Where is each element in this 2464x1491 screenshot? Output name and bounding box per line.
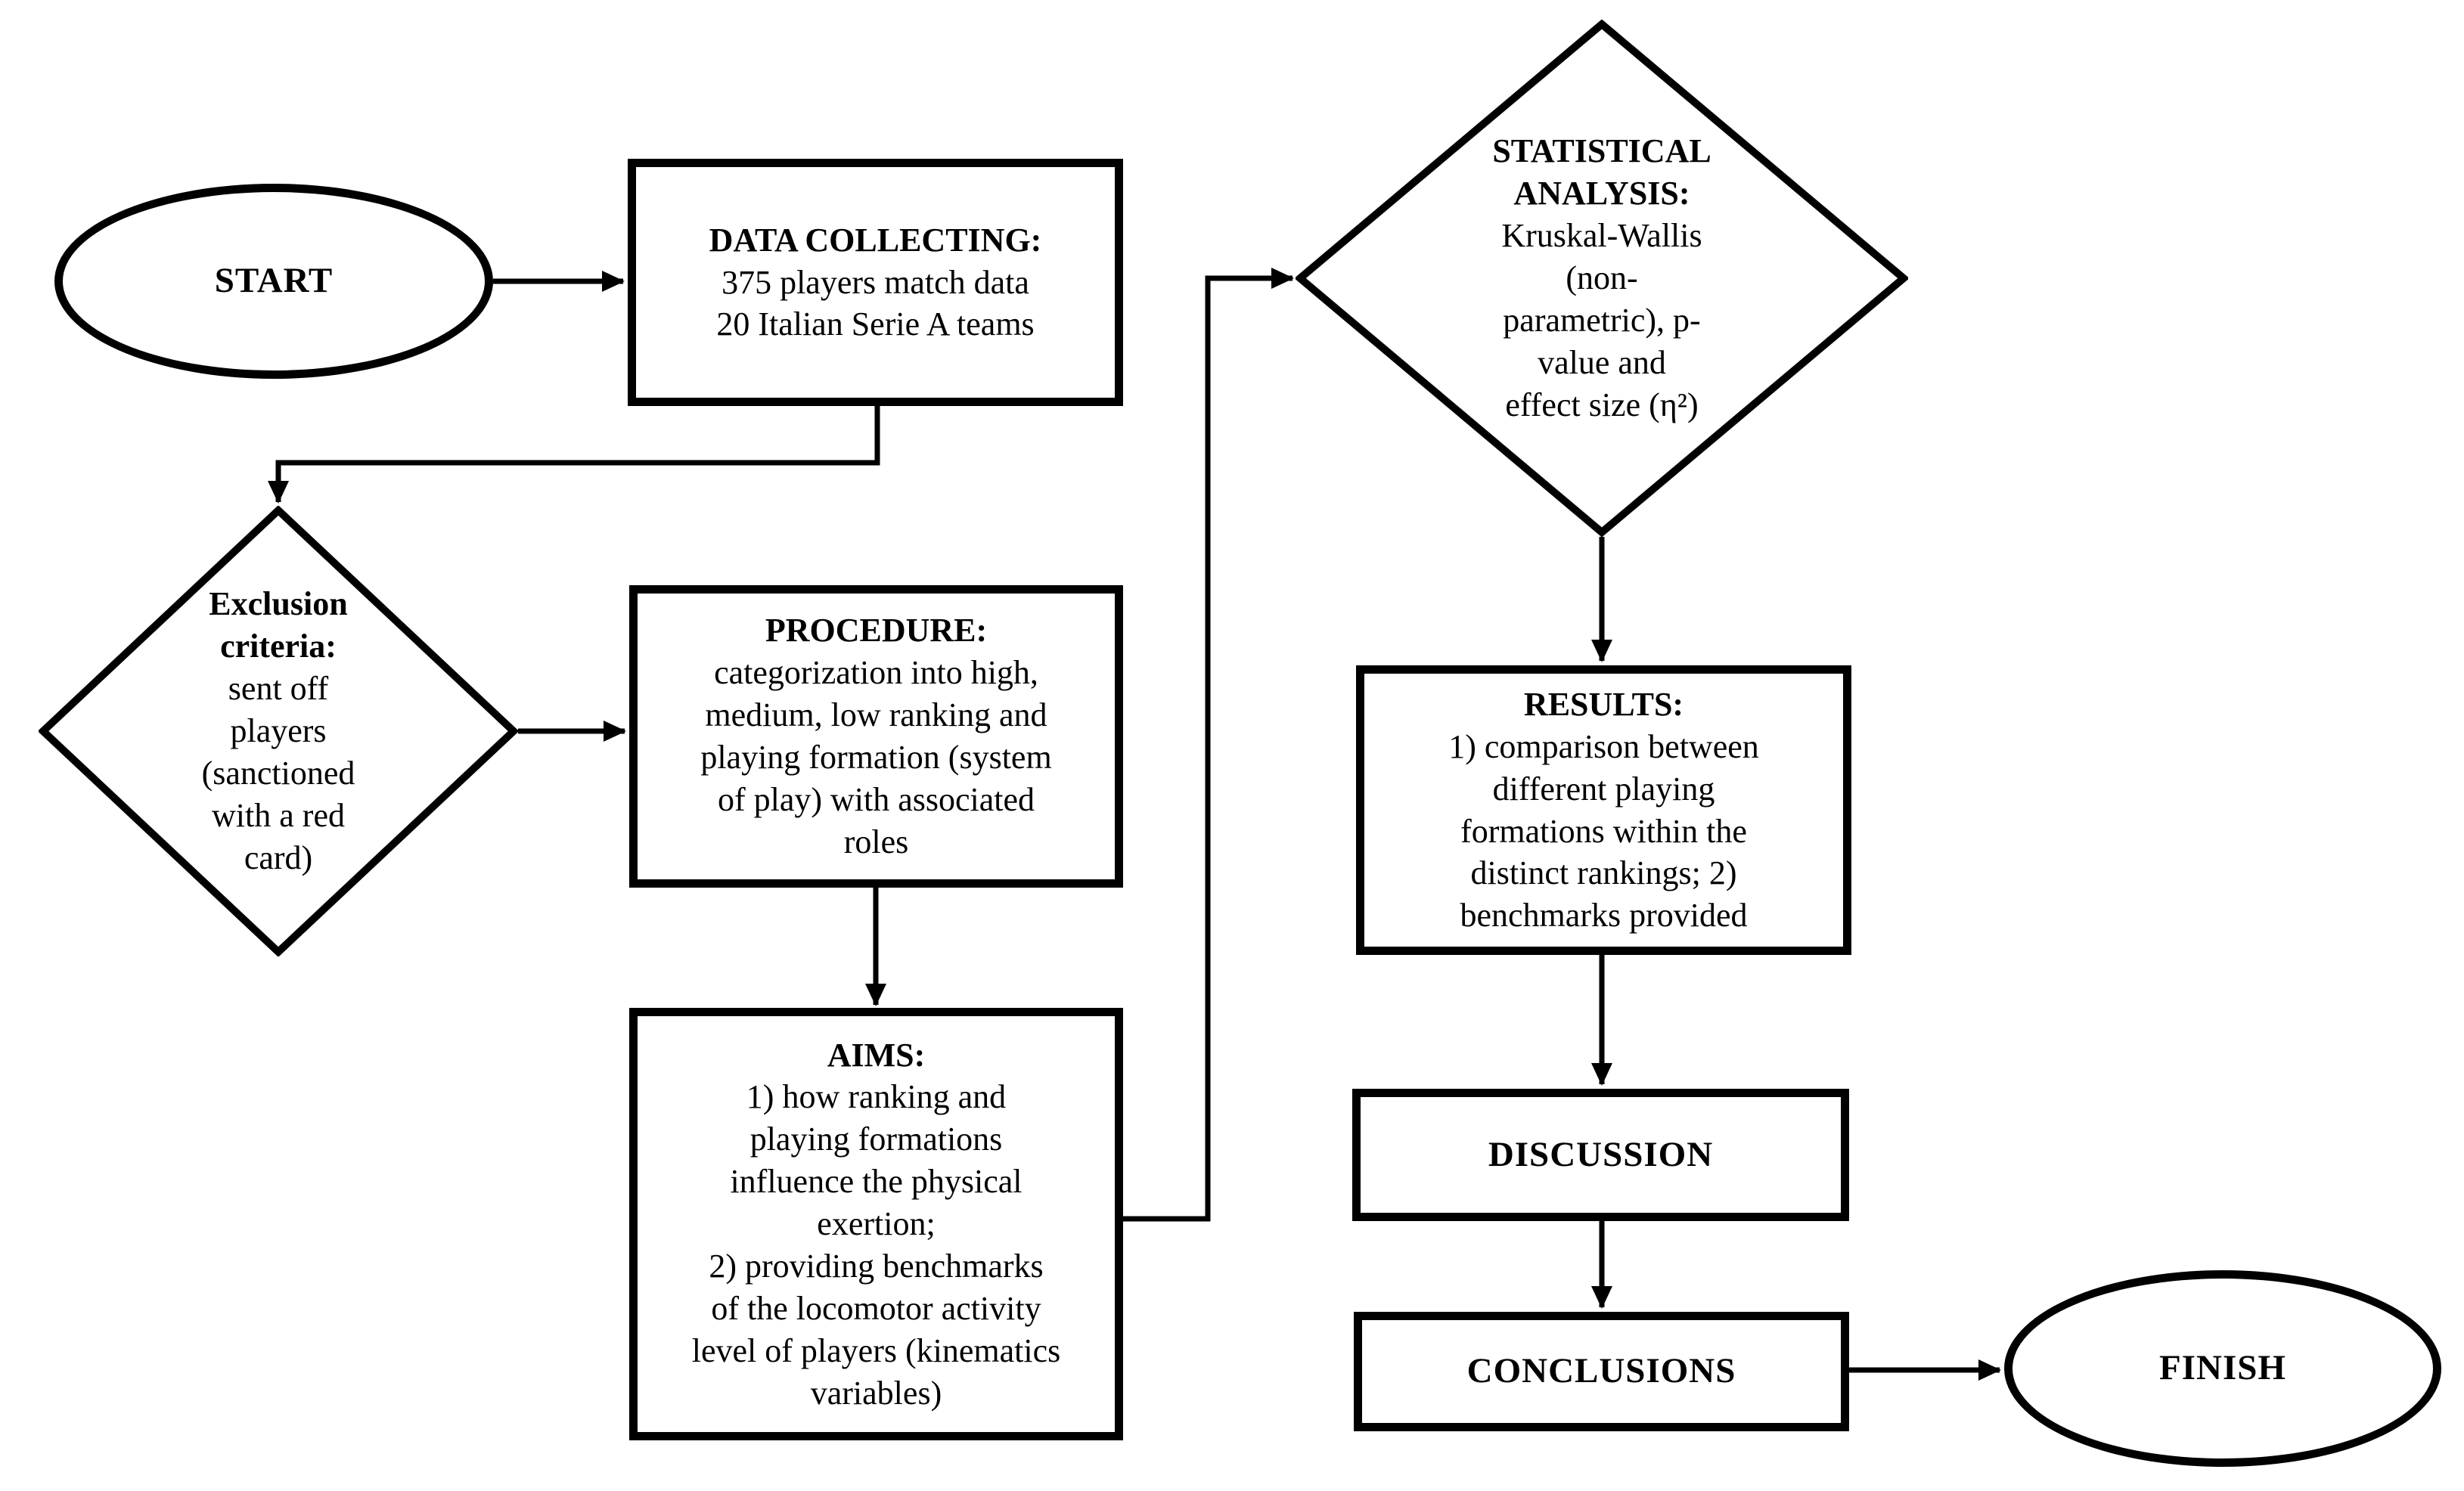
exclusion-criteria-body: sent off players (sanctioned with a red … xyxy=(201,670,355,876)
results-body: 1) comparison between different playing … xyxy=(1448,727,1759,935)
node-data-collecting: DATA COLLECTING: 375 players match data … xyxy=(628,159,1123,406)
conclusions-label: CONCLUSIONS xyxy=(1466,1351,1736,1391)
connector-aims-to-statistical-analysis xyxy=(1123,268,1294,1222)
node-start: START xyxy=(54,184,493,379)
node-statistical-analysis: STATISTICAL ANALYSIS: Kruskal-Wallis (no… xyxy=(1296,20,1908,537)
statistical-analysis-diamond-shape xyxy=(1296,20,1908,537)
node-procedure: PROCEDURE: categorization into high, med… xyxy=(629,585,1123,888)
statistical-analysis-title: STATISTICAL ANALYSIS: xyxy=(1492,132,1711,212)
procedure-title: PROCEDURE: xyxy=(765,612,988,649)
exclusion-criteria-title: Exclusion criteria: xyxy=(209,585,348,665)
aims-title: AIMS: xyxy=(827,1036,926,1074)
node-finish: FINISH xyxy=(2004,1270,2441,1467)
statistical-analysis-body: Kruskal-Wallis (non- parametric), p- val… xyxy=(1501,217,1702,423)
exclusion-criteria-diamond-shape xyxy=(39,506,518,956)
results-title: RESULTS: xyxy=(1523,685,1684,723)
node-conclusions: CONCLUSIONS xyxy=(1354,1312,1849,1431)
finish-label: FINISH xyxy=(2159,1348,2286,1388)
node-exclusion-criteria: Exclusion criteria: sent off players (sa… xyxy=(39,506,518,956)
node-results: RESULTS: 1) comparison between different… xyxy=(1356,665,1851,955)
data-collecting-body: 375 players match data 20 Italian Serie … xyxy=(716,263,1035,343)
data-collecting-title: DATA COLLECTING: xyxy=(709,221,1042,259)
procedure-body: categorization into high, medium, low ra… xyxy=(700,654,1052,860)
node-discussion: DISCUSSION xyxy=(1352,1089,1849,1221)
node-aims: AIMS: 1) how ranking and playing formati… xyxy=(629,1008,1123,1440)
discussion-label: DISCUSSION xyxy=(1488,1134,1714,1174)
start-label: START xyxy=(214,261,334,301)
aims-body: 1) how ranking and playing formations in… xyxy=(691,1078,1061,1412)
connector-data-collecting-to-exclusion-criteria xyxy=(268,406,880,504)
